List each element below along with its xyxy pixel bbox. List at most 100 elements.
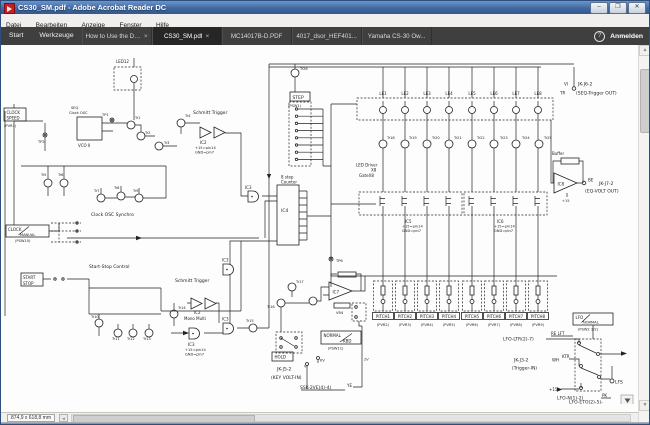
ic8-label: IC8 [558, 182, 565, 187]
trigger-in-label: (Trigger-IN) [512, 366, 537, 372]
le-labels: LE1 LE2 LE3 LE4 LE5 LE6 LE7 LE8 [379, 91, 542, 96]
vr4-label: VR4 [336, 311, 344, 315]
trigger-terminal [571, 86, 577, 91]
svg-text:LE3: LE3 [423, 91, 431, 96]
tp6-label: TP6 [335, 259, 343, 263]
ic3-label: IC3 [222, 317, 229, 322]
sign-in-button[interactable]: Anmelden [610, 32, 643, 40]
ic3-label: IC3 [222, 258, 229, 263]
maximize-button[interactable]: ❐ [609, 2, 627, 14]
tab-label: Yamaha CS-30 Ow... [367, 32, 426, 40]
scroll-up-icon[interactable]: ▲ [639, 45, 649, 56]
schmitt-trigger-symbols [190, 126, 226, 310]
transistor-labels: Tr1 Tr2 Tr3 Tr4 Tr5 Tr6 Tr7 Tr8 Tr9 Tr10… [40, 67, 552, 341]
svg-text:PITCH4: PITCH4 [442, 314, 457, 319]
wh-label: WH [552, 358, 559, 363]
svg-text:(PVR2): (PVR2) [377, 323, 390, 327]
svg-text:(PVR4): (PVR4) [421, 323, 434, 327]
vertical-scrollbar[interactable]: ▲ ▼ [638, 45, 649, 422]
svg-text:(PVR9): (PVR9) [532, 323, 545, 327]
start-stop-control-label: Start-Stop Control [89, 264, 130, 270]
lfo-normal-label-box [572, 312, 614, 326]
v-scroll-thumb[interactable] [640, 69, 649, 133]
clock-osc-synchro-label: Clock OSC Synchro [91, 212, 134, 218]
ic3-label: IC3 [188, 342, 195, 347]
svg-text:PITCH8: PITCH8 [531, 314, 546, 319]
lfs-label: LFS [615, 380, 623, 386]
svg-text:Tr2: Tr2 [144, 131, 150, 135]
schmitt-trigger-label: Schmitt Trigger [193, 110, 227, 116]
page-down-widget[interactable] [620, 394, 634, 404]
doc-tab-4017-dsor[interactable]: 4017_dsor_HEF401... [291, 27, 362, 45]
svg-text:Counter: Counter [281, 180, 297, 185]
normal-label: NORMAL [324, 333, 342, 338]
svg-text:Tr1: Tr1 [134, 116, 140, 120]
gate-bank1-enclosure [358, 191, 463, 216]
menu-item-hilfe[interactable]: Hilfe [156, 22, 170, 29]
2v-label: 2V [364, 358, 369, 362]
doc-tab-yamaha-cs30[interactable]: Yamaha CS-30 Ow... [361, 27, 432, 45]
svg-text:Tr19: Tr19 [408, 136, 417, 140]
clock-osc-label: Clock OSC [69, 111, 88, 115]
led-driver-label: LED Driver [356, 163, 378, 168]
horizontal-scrollbar[interactable] [71, 414, 631, 423]
tp1-label: TP1 [101, 113, 109, 117]
wires [4, 58, 621, 399]
svg-text:+15=pin14: +15=pin14 [494, 225, 515, 229]
tab-close-icon[interactable]: × [205, 32, 210, 40]
resistor-box [337, 271, 357, 278]
tab-werkzeuge[interactable]: Werkzeuge [39, 32, 74, 39]
menu-item-bearbeiten[interactable]: Bearbeiten [35, 22, 68, 29]
hold-label: HOLD [275, 355, 286, 360]
lfo-switch-enclosure [574, 338, 602, 392]
vco2-label: VCO II [78, 143, 90, 148]
ic2-label: IC2 [200, 140, 207, 145]
close-button[interactable]: ✕ [628, 2, 646, 14]
svg-text:Tr24: Tr24 [521, 136, 530, 140]
jk-j6-2-label: JK-J6-2 [577, 82, 592, 88]
re-lft-label: RE LFT [551, 331, 565, 336]
tab-start[interactable]: Start [9, 32, 24, 39]
seq-trigger-out-label: (SEQ-Trigger OUT) [576, 91, 617, 97]
component-boxes [3, 91, 614, 362]
transistor-symbols [43, 68, 544, 338]
document-area[interactable]: LED12 SEQ Clock OSC VCO II TP1 TP2 TP6 C… [1, 45, 638, 412]
svg-text:LE8: LE8 [534, 91, 542, 96]
minimize-button[interactable]: – [590, 2, 608, 14]
svg-text:(PVR6): (PVR6) [466, 323, 479, 327]
doc-tab-cs30-sm[interactable]: CS30_SM.pdf × [151, 27, 222, 45]
seq-label: SEQ [71, 106, 79, 110]
menu-item-datei[interactable]: Datei [6, 22, 22, 29]
svg-text:Tr20: Tr20 [431, 136, 440, 140]
hold-switch-enclosure [275, 331, 303, 354]
tp2-label: TP2 [37, 140, 45, 144]
svg-text:NORMAL: NORMAL [583, 321, 599, 325]
scroll-down-icon[interactable]: ▼ [639, 400, 649, 411]
menu-item-fenster[interactable]: Fenster [119, 22, 142, 29]
led12-enclosure [113, 66, 142, 91]
svg-text:Tr15: Tr15 [245, 319, 254, 323]
svg-text:GND=pin7: GND=pin7 [494, 229, 513, 233]
menu-item-anzeige[interactable]: Anzeige [81, 22, 106, 29]
down-arrow-icon [624, 398, 631, 403]
clock-manual-label: CLOCK [8, 227, 22, 232]
doc-tab-mc14017b[interactable]: MC14017B-D.PDF [221, 27, 292, 45]
doc-tab-how-to-use[interactable]: How to Use the Do... × [81, 27, 152, 45]
test-point-symbols [42, 117, 334, 262]
svg-text:Tr6: Tr6 [57, 173, 64, 177]
svg-text:VI: VI [304, 365, 308, 369]
svg-text:Tr21: Tr21 [453, 136, 462, 140]
hold-label-box [271, 351, 294, 362]
opamp-ic7-symbol [328, 281, 354, 301]
ktr-label: KTR [562, 354, 570, 359]
svg-text:Tr13: Tr13 [142, 337, 151, 341]
svg-text:(PVR5): (PVR5) [443, 323, 456, 327]
svg-text:+15: +15 [562, 199, 570, 203]
svg-text:PITCH5: PITCH5 [465, 314, 480, 319]
tab-close-icon[interactable]: × [143, 32, 148, 40]
counter-ic-box [276, 184, 300, 246]
scroll-left-icon[interactable]: ◄ [59, 414, 68, 422]
svg-text:GND=pin7: GND=pin7 [195, 151, 214, 155]
stop-label: STOP [23, 281, 34, 286]
help-icon[interactable]: ? [594, 30, 606, 42]
